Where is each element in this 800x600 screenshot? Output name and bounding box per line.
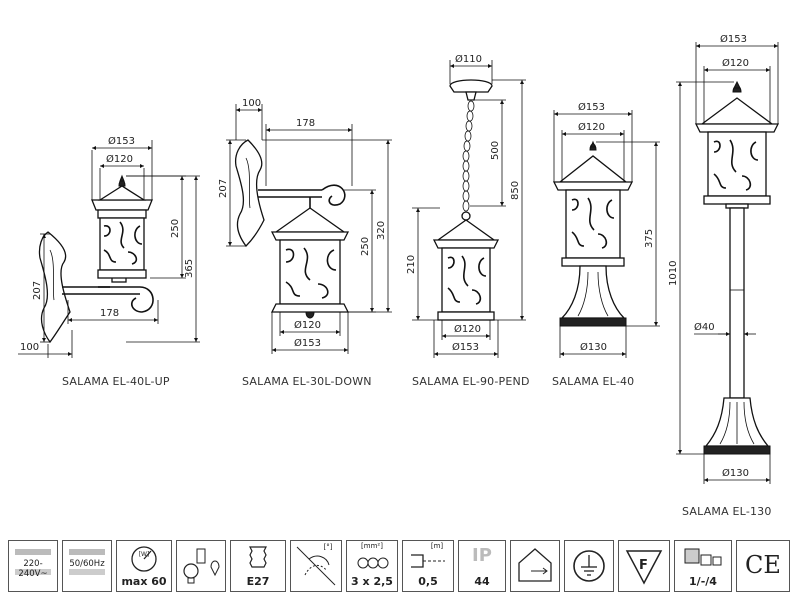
dim-el30ldown-h320: 320 [376, 221, 387, 240]
dim-el40-d130: Ø130 [580, 341, 607, 353]
cable-unit: [mm²] [361, 542, 383, 550]
cable-cross-section-icon: [mm²] 3 x 2,5 [346, 540, 398, 592]
dim-el130-d130: Ø130 [722, 467, 749, 479]
ip-rating-icon: IP 44 [458, 540, 506, 592]
wattage-unit: [W] [138, 551, 150, 558]
ce-label: CE [745, 551, 781, 579]
dim-el130-d153: Ø153 [720, 33, 747, 45]
length-unit: [m] [430, 542, 444, 550]
lamp-el90pend [432, 79, 500, 321]
package-quantity-icon: 1/-/4 [674, 540, 732, 592]
dim-el90pend-d120: Ø120 [454, 323, 481, 335]
bulb-types-icon [176, 540, 226, 592]
dim-el90pend-d110: Ø110 [455, 53, 482, 65]
ip-label: 44 [474, 575, 490, 588]
f-triangle-graphic: F [625, 550, 663, 585]
product-name-el30ldown: SALAMA EL-30L-DOWN [242, 375, 372, 388]
dims-el40lup: Ø153 Ø120 250 365 207 178 100 [18, 135, 200, 358]
lamp-el40 [552, 140, 634, 327]
dim-el130-d120: Ø120 [722, 57, 749, 69]
product-name-el40: SALAMA EL-40 [552, 375, 634, 388]
gauge-graphic [131, 546, 157, 572]
socket-label: E27 [246, 575, 270, 588]
dim-el90pend-h850: 850 [510, 181, 521, 200]
house-graphic [518, 548, 552, 582]
lamp-el30ldown [234, 139, 350, 319]
outdoor-use-icon [510, 540, 560, 592]
dim-el30ldown-w178: 178 [296, 118, 315, 129]
product-name-el130: SALAMA EL-130 [682, 505, 772, 518]
lamp-el40lup [38, 174, 154, 344]
ip-prefix: IP [472, 545, 492, 566]
product-name-el40lup: SALAMA EL-40L-UP [62, 375, 170, 388]
dim-el40lup-w100: 100 [20, 342, 39, 353]
dim-el90pend-h210: 210 [406, 255, 417, 274]
socket-graphic [249, 546, 267, 568]
frequency-icon: 50/60Hz [62, 540, 112, 592]
voltage-icon: 220-240V~ [8, 540, 58, 592]
dim-el30ldown-w100: 100 [242, 98, 261, 109]
dim-el40lup-d153: Ø153 [108, 135, 135, 147]
package-label: 1/-/4 [689, 575, 717, 588]
rotation-graphic [296, 546, 336, 586]
dims-el90pend: Ø110 500 850 210 Ø120 Ø153 [406, 53, 526, 358]
dim-el30ldown-h207: 207 [218, 179, 229, 198]
dims-el130: Ø153 Ø120 1010 Ø40 Ø130 [668, 33, 779, 484]
dim-el40lup-h250: 250 [170, 219, 181, 238]
f-mark-icon: F [618, 540, 670, 592]
frequency-label: 50/60Hz [69, 559, 105, 569]
lamp-el130 [694, 80, 780, 455]
dim-el40-d153: Ø153 [578, 101, 605, 113]
boxes-graphic [684, 548, 722, 566]
bulbs-graphic [183, 548, 220, 584]
angle-unit: [°] [323, 543, 333, 551]
voltage-label: 220-240V~ [18, 559, 48, 579]
length-label: 0,5 [418, 575, 438, 588]
wattage-meter-icon: [W] max 60 [116, 540, 172, 592]
dim-el40lup-h207: 207 [32, 281, 43, 300]
product-name-el90pend: SALAMA EL-90-PEND [412, 375, 530, 388]
dims-el40: Ø153 Ø120 375 Ø130 [553, 101, 660, 358]
cable-graphic [357, 557, 389, 569]
cable-label: 3 x 2,5 [351, 575, 393, 588]
earth-graphic [573, 550, 605, 582]
dim-el30ldown-h250: 250 [360, 237, 371, 256]
dim-el40-h375: 375 [644, 229, 655, 248]
dim-el40-d120: Ø120 [578, 121, 605, 133]
cable-length-icon: [m] 0,5 [402, 540, 454, 592]
wattage-label: max 60 [121, 575, 167, 588]
dim-el130-d40: Ø40 [694, 321, 715, 333]
ce-mark-icon: CE [736, 540, 790, 592]
dims-el30ldown: 100 178 207 250 320 Ø120 Ø153 [218, 98, 392, 354]
cable-length-graphic [411, 554, 445, 568]
dim-el40lup-h365: 365 [184, 259, 195, 278]
chain [462, 100, 475, 212]
ground-earth-icon [564, 540, 614, 592]
dim-el130-h1010: 1010 [668, 261, 679, 286]
dim-el30ldown-d153: Ø153 [294, 337, 321, 349]
e27-socket-icon: E27 [230, 540, 286, 592]
rotation-angle-icon: [°] [290, 540, 342, 592]
dim-el40lup-w178: 178 [100, 308, 119, 319]
dim-el90pend-h500: 500 [490, 141, 501, 160]
dim-el40lup-d120: Ø120 [106, 153, 133, 165]
dim-el30ldown-d120: Ø120 [294, 319, 321, 331]
svg-text:F: F [639, 558, 648, 573]
dim-el90pend-d153: Ø153 [452, 341, 479, 353]
